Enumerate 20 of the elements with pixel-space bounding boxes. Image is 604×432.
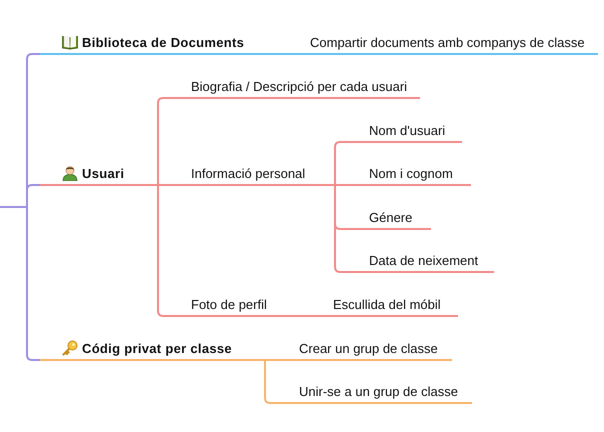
topic-text: Crear un grup de classe <box>299 341 438 356</box>
branch-line <box>300 315 318 317</box>
branch-line <box>150 184 172 317</box>
branch-line <box>320 184 348 273</box>
topic-text: Nom i cognom <box>369 166 453 181</box>
branch-line <box>255 359 280 404</box>
topic-text: Foto de perfil <box>191 297 267 312</box>
topic-text: Unir-se a un grup de classe <box>299 384 458 399</box>
topic-text: Biblioteca de Documents <box>82 35 244 50</box>
topic-text: Escullida del móbil <box>333 297 441 312</box>
topic-text: Códig privat per classe <box>82 341 232 356</box>
topic-text: Data de neixement <box>369 253 478 268</box>
topic-text: Nom d'usuari <box>369 123 446 138</box>
topic-text: Informació personal <box>191 166 306 181</box>
topic-text: Biografia / Descripció per cada usuari <box>191 79 408 94</box>
branch-line <box>255 53 298 55</box>
topic-text: Génere <box>369 210 412 225</box>
topic-text: Usuari <box>82 166 124 181</box>
branch-line <box>0 206 40 361</box>
topic-text: Compartir documents amb companys de classe <box>310 35 585 50</box>
